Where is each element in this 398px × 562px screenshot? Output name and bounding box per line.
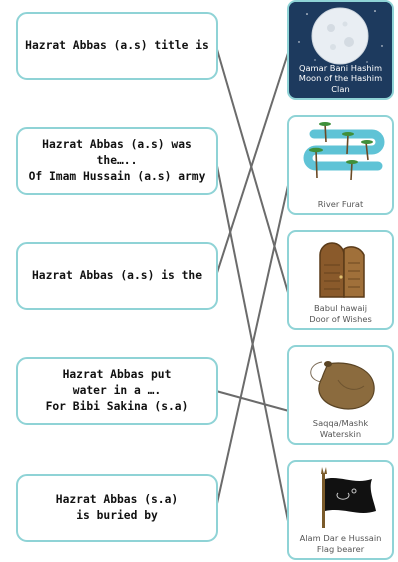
answer-caption-1: Qamar Bani Hashim Moon of the Hashim Cla… (298, 62, 383, 94)
waterskin-icon (292, 350, 389, 413)
question-text-3: Hazrat Abbas (a.s) is the (31, 269, 203, 283)
answer-card-1[interactable]: Qamar Bani Hashim Moon of the Hashim Cla… (287, 0, 394, 100)
question-box-5[interactable]: Hazrat Abbas (s.a) is buried by (16, 474, 218, 542)
black-flag-icon (292, 465, 389, 528)
question-text-2: Hazrat Abbas (a.s) was the….. Of Imam Hu… (28, 138, 206, 183)
question-text-4: Hazrat Abbas put water in a …. For Bibi … (45, 368, 189, 413)
question-box-1[interactable]: Hazrat Abbas (a.s) title is (16, 12, 218, 80)
question-box-2[interactable]: Hazrat Abbas (a.s) was the….. Of Imam Hu… (16, 127, 218, 195)
match-line-4 (215, 390, 290, 412)
match-line-5 (215, 180, 290, 509)
question-text-1: Hazrat Abbas (a.s) title is (25, 39, 209, 53)
answer-caption-3: Babul hawaij Door of Wishes (309, 303, 372, 324)
answer-caption-2: River Furat (317, 198, 364, 209)
question-box-4[interactable]: Hazrat Abbas put water in a …. For Bibi … (16, 357, 218, 425)
match-line-1 (215, 45, 290, 297)
answer-card-4[interactable]: Saqqa/Mashk Waterskin (287, 345, 394, 445)
answer-caption-5: Alam Dar e Hussain Flag bearer (299, 533, 382, 554)
wooden-door-icon (292, 235, 389, 298)
full-moon-icon (289, 2, 392, 70)
question-text-5: Hazrat Abbas (s.a) is buried by (55, 493, 179, 522)
answer-card-2[interactable]: River Furat (287, 115, 394, 215)
match-line-3 (215, 49, 290, 277)
answer-card-5[interactable]: Alam Dar e Hussain Flag bearer (287, 460, 394, 560)
river-palms-icon (292, 120, 389, 183)
question-box-3[interactable]: Hazrat Abbas (a.s) is the (16, 242, 218, 310)
answer-caption-4: Saqqa/Mashk Waterskin (312, 418, 369, 439)
answer-card-3[interactable]: Babul hawaij Door of Wishes (287, 230, 394, 330)
